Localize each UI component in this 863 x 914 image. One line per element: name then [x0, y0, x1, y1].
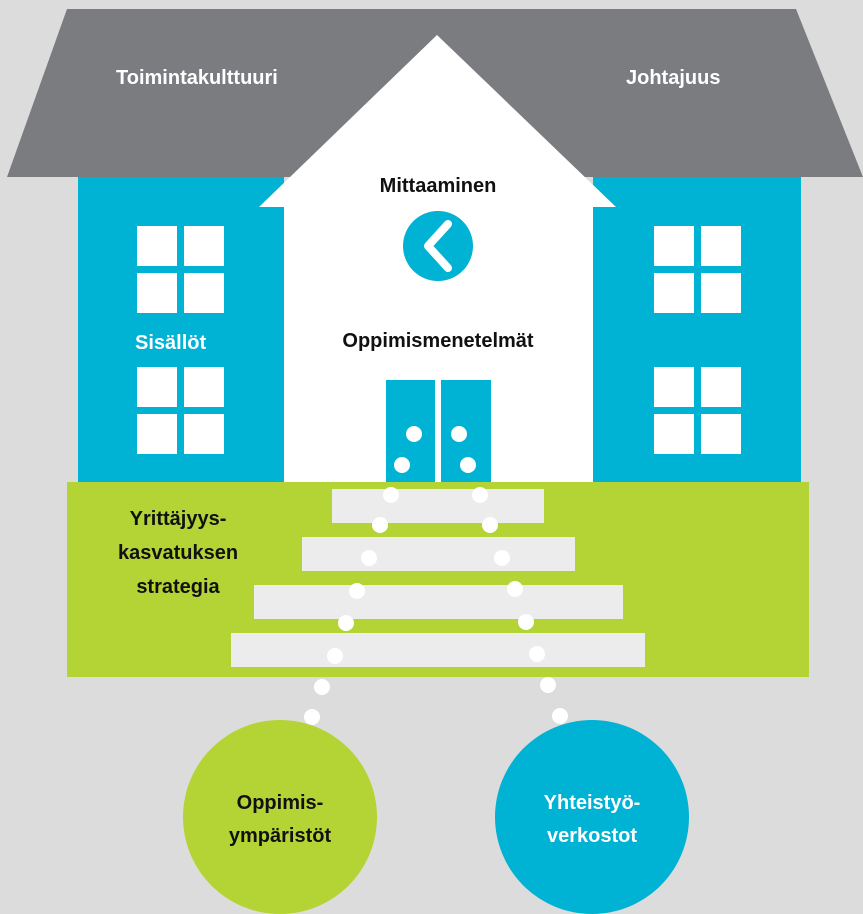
lawn-label-line-3: strategia [136, 576, 220, 598]
window-icon [654, 367, 741, 454]
circle-cooperation-networks [495, 720, 689, 914]
roof-label-leadership: Johtajuus [626, 67, 721, 89]
chevron-left-icon [403, 211, 473, 281]
roof-label-operating-culture: Toimintakulttuuri [116, 67, 278, 89]
circle-left-label-line-2: ympäristöt [228, 825, 332, 847]
path-dots [304, 487, 568, 725]
gable-label-measurement: Mittaaminen [379, 175, 497, 197]
circle-learning-environments [183, 720, 377, 914]
stairs [231, 489, 645, 667]
circle-right-label-line-2: verkostot [546, 825, 638, 847]
wall-label-contents: Sisällöt [135, 332, 207, 354]
right-wing-wall [593, 177, 801, 482]
circle-left-label-line-1: Oppimis- [236, 792, 324, 814]
gable-label-learning-methods: Oppimismenetelmät [342, 330, 534, 352]
lawn-label-line-2: kasvatuksen [117, 542, 239, 564]
circle-right-label-line-1: Yhteistyö- [543, 792, 641, 814]
window-icon [654, 226, 741, 313]
left-wing-wall [78, 177, 284, 482]
double-door-icon [386, 380, 491, 482]
lawn-label-line-1: Yrittäjyys- [129, 508, 227, 530]
window-icon [137, 367, 224, 454]
window-icon [137, 226, 224, 313]
